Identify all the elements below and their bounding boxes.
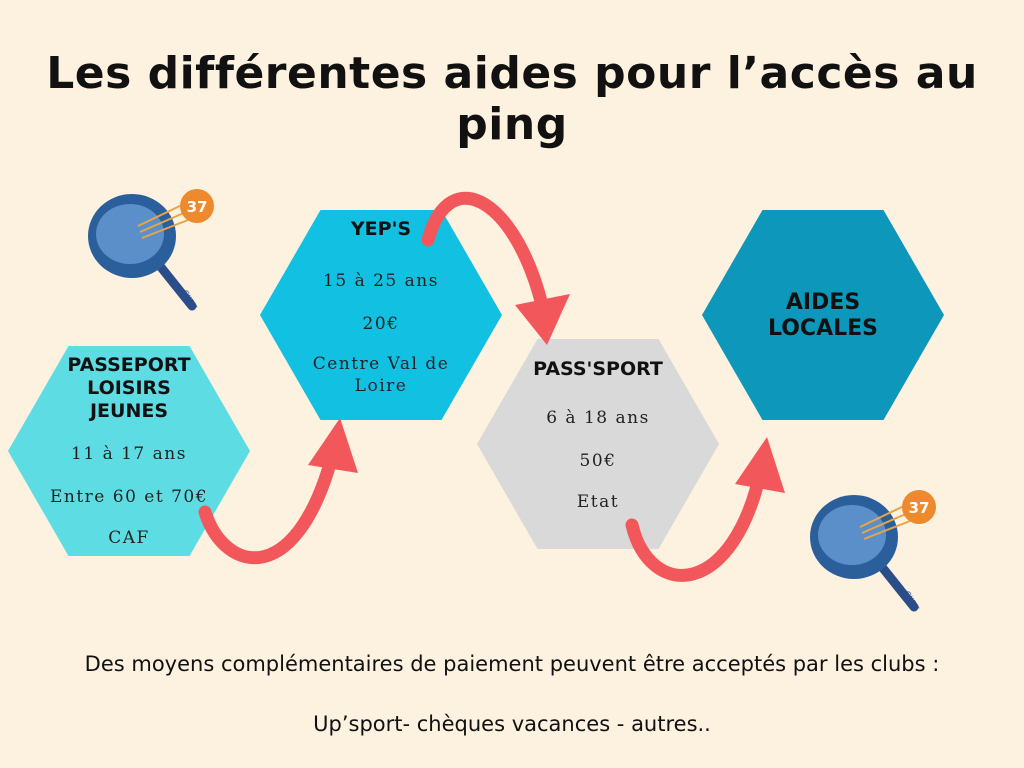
aid-name-line: AIDES (785, 290, 861, 315)
arrow-3-head (735, 437, 785, 493)
aid-age: 11 à 17 ans (71, 444, 187, 464)
aid-name-line: LOISIRS (87, 377, 171, 399)
hex-passeport-content: PASSEPORT LOISIRS JEUNES 11 à 17 ans Ent… (8, 346, 250, 556)
aid-name: PASS'SPORT (533, 358, 663, 380)
ping-pong-paddle-logo-icon: 37 CILTT (810, 490, 936, 612)
ping-pong-paddle-logo-icon: 37 CILTT (88, 189, 214, 311)
logo-badge: 37 (909, 499, 930, 517)
arrow-2-curve (421, 191, 552, 325)
aid-name-line: JEUNES (89, 400, 169, 422)
hex-pass-sport-content: PASS'SPORT 6 à 18 ans 50€ Etat (477, 339, 719, 549)
aid-age: 15 à 25 ans (323, 271, 439, 291)
aid-amount: 50€ (579, 451, 617, 471)
aid-provider: CAF (108, 528, 150, 548)
hex-yeps (260, 210, 502, 420)
arrow-1-head (308, 418, 358, 473)
page-title: Les différentes aides pour l’accès au pi… (46, 48, 978, 150)
hex-aides-locales-content: AIDES LOCALES (702, 210, 944, 420)
aid-age: 6 à 18 ans (546, 408, 650, 428)
footer-line-1: Des moyens complémentaires de paiement p… (84, 652, 940, 676)
arrow-1-curve (198, 438, 342, 565)
aid-name-line: LOCALES (768, 316, 878, 341)
aid-provider-line: Loire (354, 376, 408, 396)
aid-name: YEP'S (350, 218, 412, 240)
aid-name-line: PASSEPORT (67, 354, 191, 376)
aid-amount: Entre 60 et 70€ (49, 487, 209, 507)
hex-yeps-content: YEP'S 15 à 25 ans 20€ Centre Val de Loir… (260, 210, 502, 420)
aid-provider-line: Centre Val de (312, 354, 450, 374)
aid-amount: 20€ (362, 314, 400, 334)
arrow-2-head (515, 294, 570, 345)
footer-line-2: Up’sport- chèques vacances - autres.. (313, 712, 711, 736)
aid-provider: Etat (576, 492, 620, 512)
arrow-3-curve (625, 458, 769, 582)
logo-badge: 37 (187, 198, 208, 216)
